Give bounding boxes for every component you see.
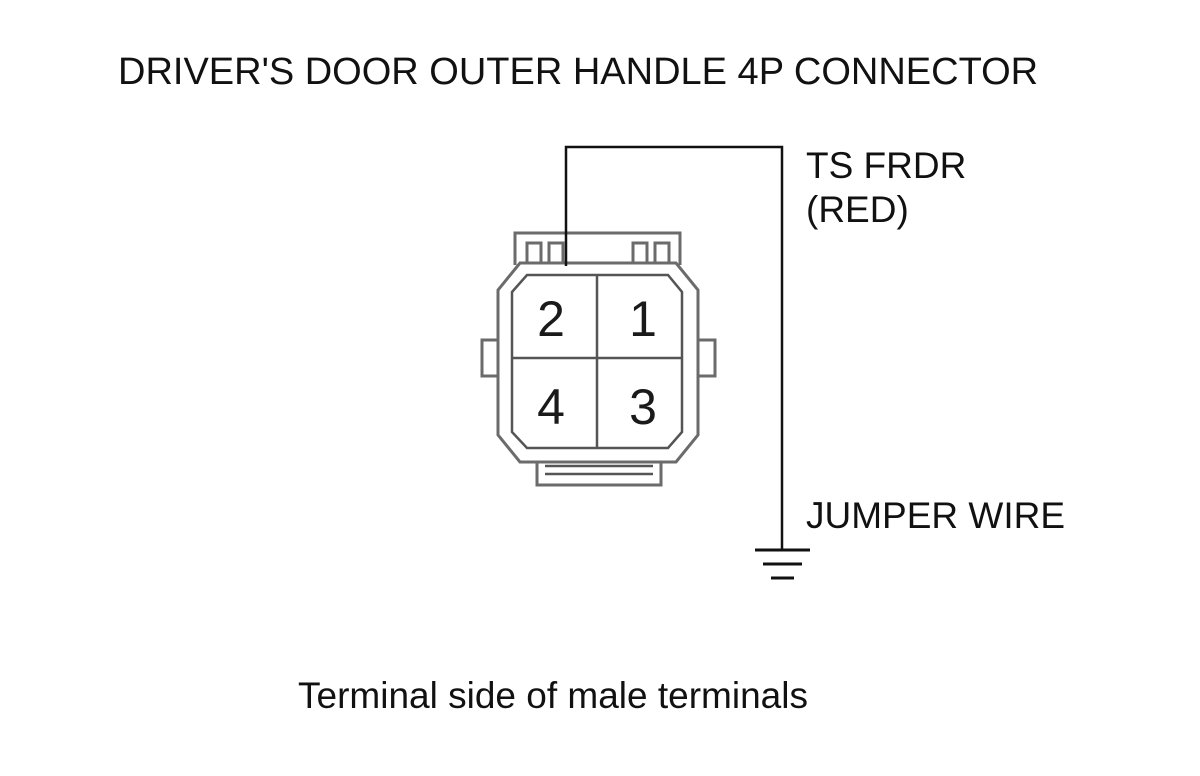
diagram-caption: Terminal side of male terminals: [298, 675, 808, 716]
probe-label-line1: TS FRDR: [806, 145, 966, 186]
terminal-3: 3: [629, 379, 657, 435]
terminal-1: 1: [629, 291, 657, 347]
jumper-wire-label: JUMPER WIRE: [806, 495, 1065, 536]
terminal-4: 4: [537, 379, 565, 435]
connector-housing: [480, 231, 717, 487]
jumper-wire: [564, 145, 784, 550]
terminal-2: 2: [537, 291, 565, 347]
ground-icon: [755, 548, 810, 580]
diagram-title: DRIVER'S DOOR OUTER HANDLE 4P CONNECTOR: [118, 51, 1038, 93]
probe-label-line2: (RED): [806, 189, 909, 230]
